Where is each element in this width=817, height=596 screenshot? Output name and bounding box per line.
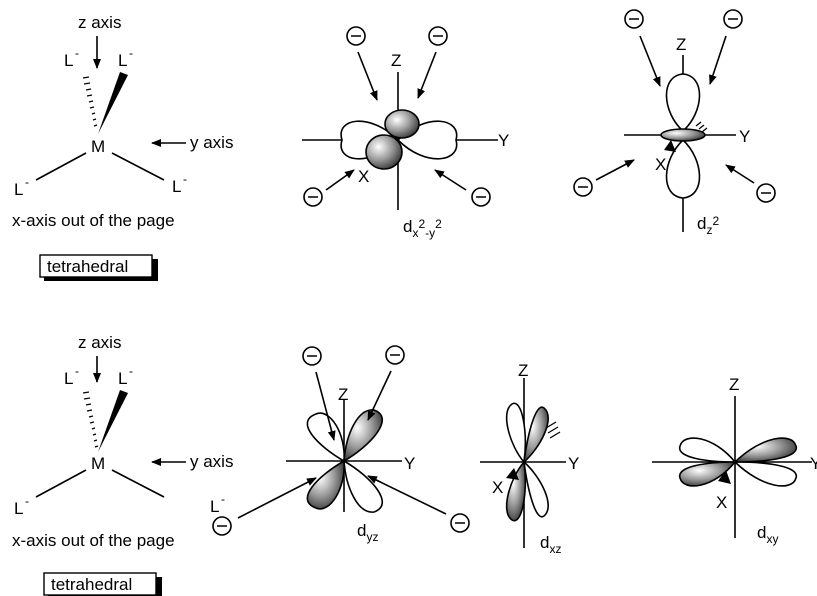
ligand-label: L bbox=[64, 51, 73, 70]
orbital-lobe bbox=[679, 437, 737, 463]
ligand-charge: - bbox=[25, 494, 29, 508]
z-axis-letter: Z bbox=[518, 361, 528, 380]
orbital-label: dxy bbox=[757, 523, 778, 546]
orbital-lobe bbox=[343, 459, 383, 513]
x-axis-note: x-axis out of the page bbox=[12, 531, 175, 550]
wedge-bond bbox=[98, 390, 128, 452]
z-axis-letter: Z bbox=[338, 385, 348, 404]
orbital-lobe-shaded bbox=[522, 406, 549, 465]
bond-line bbox=[111, 469, 165, 498]
orbital-lobe-shaded bbox=[733, 437, 797, 463]
orbital-lobe bbox=[522, 459, 549, 518]
ligand-charge: - bbox=[129, 364, 133, 378]
orbital-dyz: Z Y L - dyz bbox=[210, 345, 470, 544]
ligand-charge: - bbox=[183, 172, 187, 186]
ligand-approach-arrow bbox=[639, 35, 661, 87]
wedge-axis bbox=[506, 468, 519, 480]
y-axis-letter: Y bbox=[498, 131, 509, 150]
orbital-dxz: Z Y X dxz bbox=[480, 361, 579, 556]
hashed-axis bbox=[545, 421, 561, 439]
x-axis-letter: X bbox=[655, 155, 666, 174]
ligand-approach-arrow bbox=[367, 370, 392, 421]
ligand-approach-arrow bbox=[417, 51, 437, 99]
metal-label: M bbox=[91, 454, 105, 473]
ligand-label: L bbox=[14, 499, 23, 518]
ligand-approach-arrow bbox=[595, 159, 635, 181]
ligand-approach-arrow bbox=[434, 169, 467, 191]
orbital-dx2-y2: Z Y X dx2-y2 bbox=[302, 26, 509, 240]
tetrahedral-complex-top: z axis L - L - M L - L - y axis x-axis o… bbox=[12, 13, 233, 281]
z-axis-letter: Z bbox=[391, 51, 401, 70]
orbital-label: dxz bbox=[540, 533, 561, 556]
ligand-label: L bbox=[64, 369, 73, 388]
orbital-lobe-shaded bbox=[384, 109, 420, 139]
geometry-badge: tetrahedral bbox=[43, 572, 162, 596]
z-axis-letter: Z bbox=[676, 35, 686, 54]
y-axis-label: y axis bbox=[190, 452, 233, 471]
wedge-axis bbox=[718, 470, 731, 484]
ligand-approach-arrow bbox=[325, 169, 355, 191]
ligand-charge: - bbox=[129, 46, 133, 60]
y-axis-letter: Y bbox=[404, 454, 415, 473]
wedge-axis bbox=[664, 140, 676, 152]
geometry-badge: tetrahedral bbox=[39, 254, 158, 281]
ligand-charge: - bbox=[75, 364, 79, 378]
bond-line bbox=[111, 152, 165, 181]
ligand-label: L bbox=[14, 180, 23, 199]
orbital-dxy: Z Y X dxy bbox=[652, 375, 817, 546]
orbital-lobe bbox=[733, 461, 797, 487]
ligand-label: L bbox=[172, 177, 181, 196]
geometry-label: tetrahedral bbox=[51, 575, 132, 594]
tetrahedral-complex-bottom: z axis L - L - M L - y axis x-axis out o… bbox=[12, 333, 233, 596]
orbital-lobe-shaded bbox=[343, 409, 383, 463]
orbital-lobe-shaded bbox=[365, 134, 403, 170]
ligand-charge: - bbox=[221, 492, 225, 506]
z-axis-label: z axis bbox=[78, 333, 121, 352]
hashed-bond bbox=[82, 391, 99, 448]
z-axis-letter: Z bbox=[729, 375, 739, 394]
ligand-label: L bbox=[118, 51, 127, 70]
ligand-approach-arrow bbox=[725, 164, 755, 184]
hashed-axis bbox=[695, 121, 708, 133]
y-axis-letter: Y bbox=[739, 127, 750, 146]
orbital-lobe-shaded bbox=[679, 461, 737, 487]
ligand-charge: - bbox=[75, 46, 79, 60]
ligand-approach-arrow bbox=[367, 475, 447, 515]
ligand-approach-arrow bbox=[357, 51, 378, 101]
wedge-bond bbox=[98, 72, 128, 134]
orbital-lobe bbox=[665, 73, 701, 133]
geometry-label: tetrahedral bbox=[47, 257, 128, 276]
orbital-lobe-shaded bbox=[306, 459, 345, 510]
orbital-label: dx2-y2 bbox=[403, 217, 442, 240]
bond-line bbox=[35, 152, 87, 181]
x-axis-note: x-axis out of the page bbox=[12, 211, 175, 230]
x-axis-letter: X bbox=[492, 478, 503, 497]
ligand-approach-arrow bbox=[237, 477, 317, 519]
ligand-approach-arrow bbox=[315, 371, 336, 441]
orbital-torus bbox=[660, 128, 706, 142]
z-axis-label: z axis bbox=[78, 13, 121, 32]
ligand-label: L bbox=[210, 497, 219, 516]
metal-label: M bbox=[91, 137, 105, 156]
y-axis-letter: Y bbox=[810, 454, 817, 473]
orbital-lobe bbox=[665, 138, 701, 199]
orbital-lobe-shaded bbox=[505, 460, 527, 522]
hashed-bond bbox=[82, 76, 98, 127]
bond-line bbox=[35, 469, 87, 498]
orbital-dz2: Z Y X dz2 bbox=[573, 9, 776, 237]
ligand-charge: - bbox=[25, 175, 29, 189]
orbital-label: dz2 bbox=[697, 214, 719, 237]
x-axis-letter: X bbox=[358, 167, 369, 186]
orbital-label: dyz bbox=[357, 521, 378, 544]
ligand-approach-arrow bbox=[709, 35, 727, 85]
x-axis-letter: X bbox=[716, 493, 727, 512]
orbital-lobe bbox=[306, 412, 345, 463]
y-axis-label: y axis bbox=[190, 133, 233, 152]
y-axis-letter: Y bbox=[568, 454, 579, 473]
orbital-lobe bbox=[505, 402, 527, 464]
ligand-label: L bbox=[118, 369, 127, 388]
